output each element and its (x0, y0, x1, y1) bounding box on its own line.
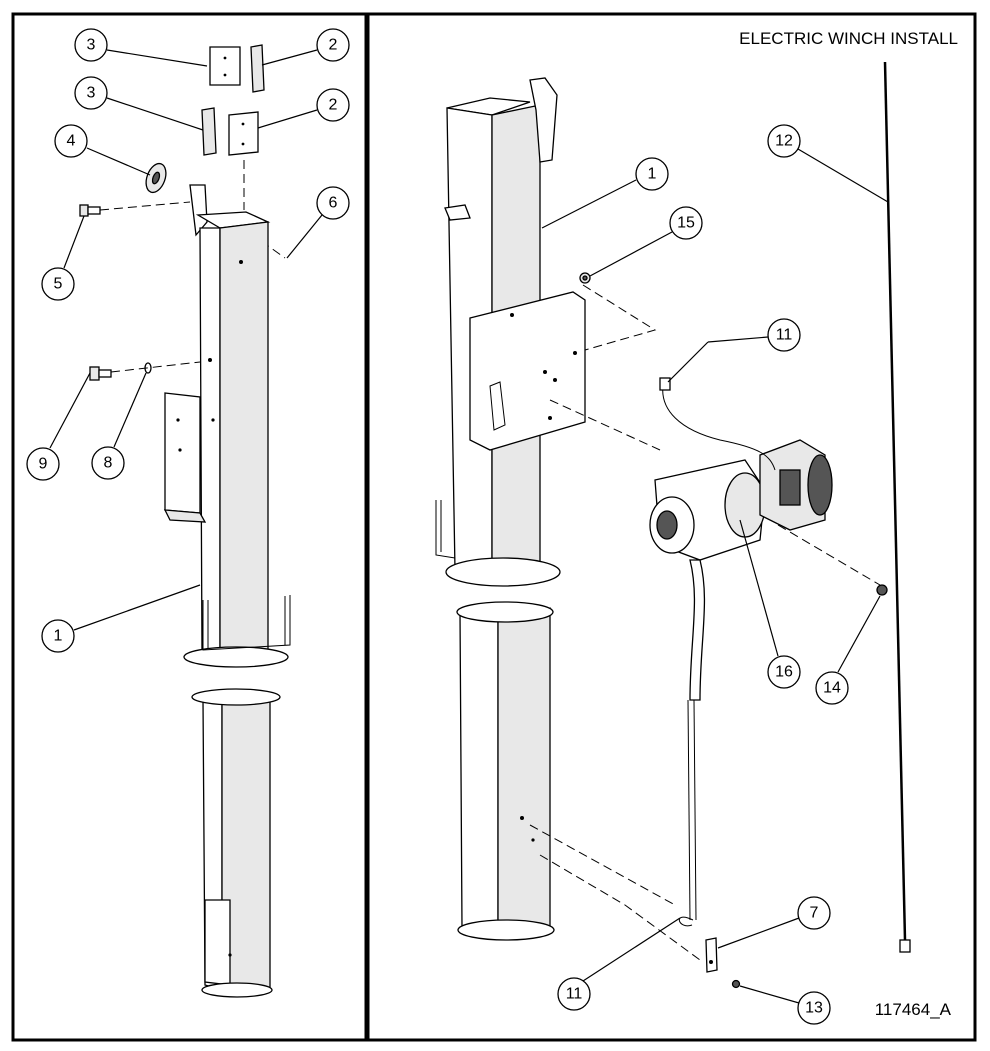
svg-text:13: 13 (805, 1000, 823, 1017)
callout-balloon: 2 (257, 88, 350, 129)
callout-balloon: 14 (815, 595, 881, 705)
callout-balloon: 3 (74, 28, 208, 67)
svg-text:5: 5 (54, 276, 63, 293)
left-view-frame (11, 12, 368, 1042)
callout-balloon: 4 (54, 124, 151, 176)
mounting-plates (201, 44, 265, 156)
svg-text:6: 6 (329, 195, 338, 212)
winch-cable (883, 61, 907, 941)
callout-balloon: 13 (739, 985, 831, 1025)
svg-text:4: 4 (67, 133, 76, 150)
callout-balloon: 5 (41, 215, 85, 301)
drawing-title: ELECTRIC WINCH INSTALL (739, 29, 958, 48)
svg-text:16: 16 (775, 664, 793, 681)
svg-text:11: 11 (566, 986, 583, 1003)
svg-text:15: 15 (677, 215, 695, 232)
callout-balloon: 7 (717, 896, 831, 949)
svg-text:9: 9 (39, 456, 48, 473)
svg-text:12: 12 (775, 133, 793, 150)
mount-bolt (89, 366, 112, 381)
svg-text:3: 3 (87, 37, 96, 54)
callout-balloon: 2 (261, 28, 350, 66)
wire-harness (689, 559, 706, 701)
control-cable (662, 384, 776, 471)
callout-balloon: 11 (557, 917, 681, 1011)
svg-text:14: 14 (823, 680, 841, 697)
svg-text:1: 1 (54, 628, 63, 645)
svg-text:11: 11 (776, 327, 793, 344)
right-view-frame (366, 12, 977, 1042)
callout-balloon: 1 (541, 157, 669, 229)
drawing-number: 117464_A (875, 1000, 952, 1019)
right-callouts: 1 15 11 12 16 14 7 11 (541, 124, 889, 1025)
callout-balloon: 11 (667, 318, 801, 383)
svg-text:1: 1 (648, 166, 657, 183)
callout-balloon: 6 (286, 186, 350, 259)
callout-balloon: 16 (739, 519, 801, 689)
left-exploded-view (79, 44, 291, 998)
anchor-plate (705, 937, 718, 973)
pulley-wheel (145, 162, 167, 194)
right-post (435, 77, 586, 941)
svg-text:2: 2 (329, 37, 338, 54)
pivot-bolt (79, 204, 101, 217)
callout-balloon: 1 (41, 584, 201, 653)
right-exploded-view (435, 61, 911, 989)
callout-balloon: 9 (26, 372, 91, 481)
screw (731, 979, 741, 989)
svg-text:7: 7 (810, 905, 819, 922)
callout-balloon: 15 (589, 206, 703, 277)
callout-balloon: 12 (767, 124, 889, 203)
callout-balloon: 3 (74, 76, 204, 131)
svg-text:8: 8 (104, 455, 113, 472)
winch-bolt (876, 584, 888, 596)
callout-balloon: 8 (91, 372, 147, 480)
svg-text:3: 3 (87, 85, 96, 102)
electric-winch (649, 439, 833, 561)
left-callouts: 3 2 3 2 4 6 5 9 (26, 28, 350, 653)
left-post (163, 184, 291, 998)
svg-text:2: 2 (329, 97, 338, 114)
